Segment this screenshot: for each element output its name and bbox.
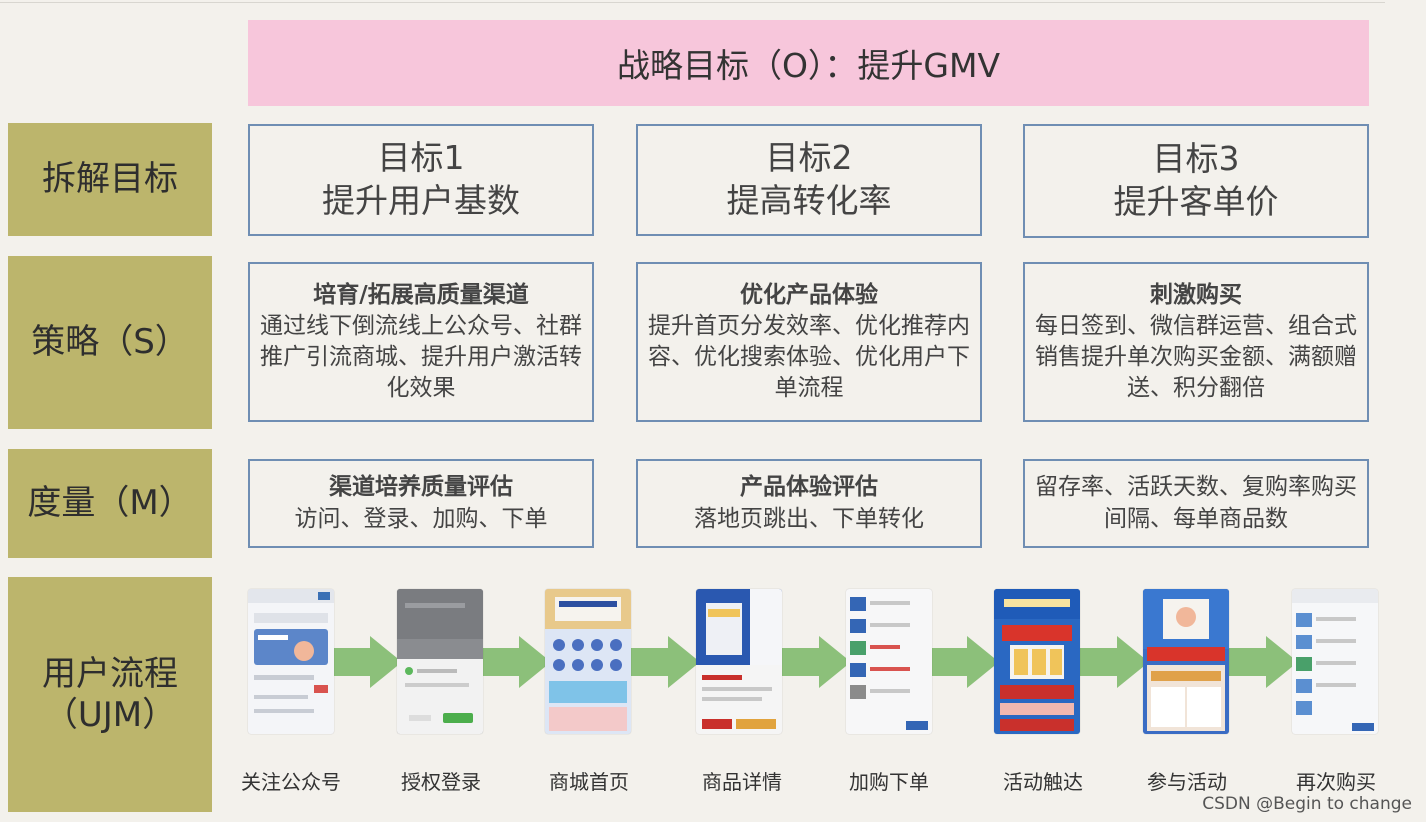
measure-2-desc: 落地页跳出、下单转化 [694, 505, 924, 532]
objective-banner: 战略目标（O）：提升GMV [248, 20, 1369, 106]
step-label-6: 活动触达 [1003, 770, 1083, 794]
measure-box-2: 产品体验评估 落地页跳出、下单转化 [636, 459, 982, 548]
flow-arrow-6 [1079, 636, 1149, 688]
phone-screen-login [397, 589, 483, 734]
flow-arrow-5 [929, 636, 999, 688]
measure-box-3: 留存率、活跃天数、复购率购买间隔、每单商品数 [1023, 459, 1369, 548]
goal-box-2: 目标2 提高转化率 [636, 124, 982, 236]
goal-1-title: 目标1 [377, 138, 465, 178]
measure-1-desc: 访问、登录、加购、下单 [294, 505, 548, 532]
flow-arrow-1 [332, 636, 402, 688]
goal-1-desc: 提升用户基数 [322, 181, 520, 220]
measure-box-1: 渠道培养质量评估 访问、登录、加购、下单 [248, 459, 594, 548]
row-label-strategy: 策略（S） [8, 256, 212, 429]
step-label-2: 授权登录 [401, 770, 481, 794]
row-label-strategy-text: 策略（S） [31, 322, 189, 363]
goal-2-title: 目标2 [765, 138, 853, 178]
phone-screen-mall-home [545, 589, 631, 734]
measure-1-title: 渠道培养质量评估 [329, 474, 513, 501]
row-label-ujm-line1: 用户流程 [42, 653, 178, 694]
row-label-measure: 度量（M） [8, 449, 212, 558]
strategy-1-desc: 通过线下倒流线上公众号、社群推广引流商城、提升用户激活转化效果 [260, 312, 582, 402]
row-label-ujm: 用户流程 （UJM） [8, 577, 212, 812]
strategy-box-1: 培育/拓展高质量渠道 通过线下倒流线上公众号、社群推广引流商城、提升用户激活转化… [248, 262, 594, 422]
objective-text: 战略目标（O）：提升GMV [616, 46, 1001, 85]
step-label-1: 关注公众号 [241, 770, 341, 794]
step-label-4: 商品详情 [702, 770, 782, 794]
step-label-3: 商城首页 [549, 770, 629, 794]
goal-2-desc: 提高转化率 [726, 181, 892, 220]
top-divider [0, 2, 1385, 3]
flow-arrow-2 [481, 636, 551, 688]
measure-2-title: 产品体验评估 [740, 474, 878, 501]
strategy-2-title: 优化产品体验 [740, 281, 878, 308]
flow-arrow-7 [1228, 636, 1298, 688]
strategy-2-desc: 提升首页分发效率、优化推荐内容、优化搜索体验、优化用户下单流程 [648, 312, 970, 402]
row-label-ujm-line2: （UJM） [43, 694, 177, 735]
phone-screen-join-activity [1143, 589, 1229, 734]
step-label-5: 加购下单 [849, 770, 929, 794]
phone-screen-add-to-cart [846, 589, 932, 734]
step-label-8: 再次购买 [1296, 770, 1376, 794]
phone-screen-product-detail [696, 589, 782, 734]
goal-3-title: 目标3 [1152, 139, 1240, 179]
measure-3-desc: 留存率、活跃天数、复购率购买间隔、每单商品数 [1035, 474, 1357, 532]
flow-arrow-4 [781, 636, 851, 688]
strategy-3-title: 刺激购买 [1150, 281, 1242, 308]
goal-box-3: 目标3 提升客单价 [1023, 124, 1369, 238]
row-label-goals: 拆解目标 [8, 123, 212, 236]
watermark: CSDN @Begin to change [1202, 794, 1412, 814]
strategy-3-desc: 每日签到、微信群运营、组合式销售提升单次购买金额、满额赠送、积分翻倍 [1035, 312, 1357, 402]
step-label-7: 参与活动 [1147, 770, 1227, 794]
strategy-1-title: 培育/拓展高质量渠道 [313, 281, 529, 308]
strategy-box-3: 刺激购买 每日签到、微信群运营、组合式销售提升单次购买金额、满额赠送、积分翻倍 [1023, 262, 1369, 422]
phone-screen-repurchase [1292, 589, 1378, 734]
strategy-box-2: 优化产品体验 提升首页分发效率、优化推荐内容、优化搜索体验、优化用户下单流程 [636, 262, 982, 422]
goal-3-desc: 提升客单价 [1113, 182, 1279, 221]
row-label-measure-text: 度量（M） [27, 483, 193, 524]
flow-arrow-3 [630, 636, 700, 688]
phone-screen-campaign-reach [994, 589, 1080, 734]
row-label-goals-text: 拆解目标 [42, 159, 178, 200]
phone-screen-follow [248, 589, 334, 734]
goal-box-1: 目标1 提升用户基数 [248, 124, 594, 236]
